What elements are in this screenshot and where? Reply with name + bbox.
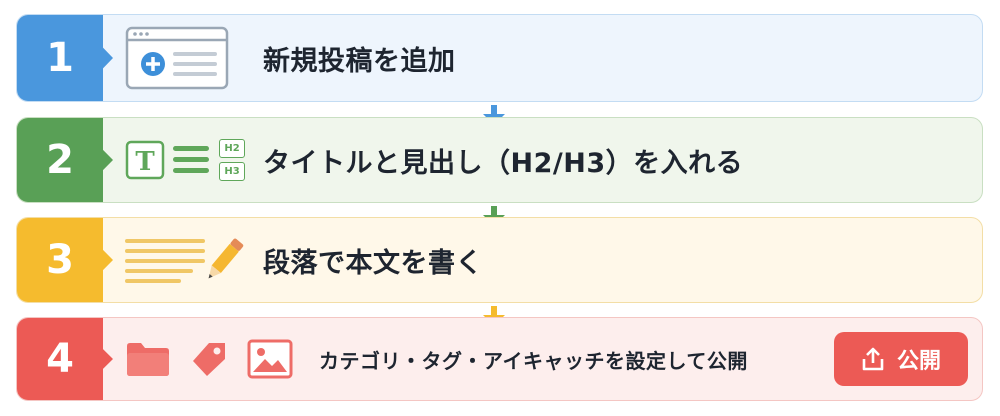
step-1-text: 新規投稿を追加 xyxy=(263,45,456,77)
step-1-card: 1 新規投稿を追加 xyxy=(16,14,983,102)
step-2-text: タイトルと見出し（H2/H3）を入れる xyxy=(263,147,744,179)
step-4-text: カテゴリ・タグ・アイキャッチを設定して公開 xyxy=(319,348,748,373)
image-icon xyxy=(247,339,293,379)
browser-add-post-icon xyxy=(125,26,229,90)
paragraph-lines-icon xyxy=(125,239,205,283)
step-4-number: 4 xyxy=(46,336,74,382)
step-2-number: 2 xyxy=(46,137,74,183)
step-3-text: 段落で本文を書く xyxy=(263,247,483,279)
step-3-number: 3 xyxy=(46,237,74,283)
publish-button-label: 公開 xyxy=(896,349,941,374)
step-2-number-tab: 2 xyxy=(17,118,113,202)
step-1-number: 1 xyxy=(46,35,74,81)
upload-icon xyxy=(862,347,884,371)
publish-button[interactable]: 公開 xyxy=(834,332,968,386)
step-4-card: 4 カテゴリ・タグ・アイキャッチを設定して公開 公開 xyxy=(16,317,983,401)
step-4-number-tab: 4 xyxy=(17,318,113,400)
title-t-icon: T xyxy=(125,140,165,180)
h2-badge: H2 xyxy=(219,139,245,158)
step-3-card: 3 段落で本文を書く xyxy=(16,217,983,303)
folder-icon xyxy=(127,343,169,376)
pencil-icon xyxy=(208,238,244,279)
svg-text:T: T xyxy=(135,147,155,177)
heading-lines-icon xyxy=(173,146,209,173)
step-1-number-tab: 1 xyxy=(17,15,113,101)
step-3-number-tab: 3 xyxy=(17,218,113,302)
step-2-card: 2 T H2 H3 タイトルと見出し（H2/H3）を入れる xyxy=(16,117,983,203)
tag-icon xyxy=(193,343,225,376)
h3-badge: H3 xyxy=(219,162,245,181)
